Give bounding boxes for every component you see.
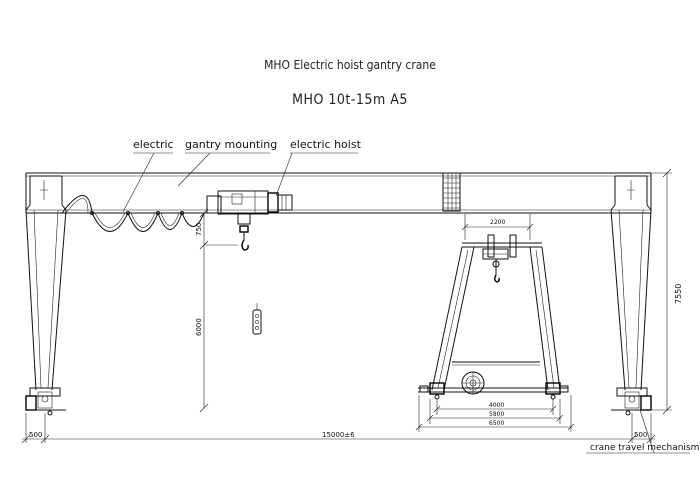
dim-5800: 5800	[489, 411, 504, 418]
right-leg	[610, 175, 652, 416]
label-crane-travel-mechanism: crane travel mechanism	[590, 443, 699, 453]
label-electric: electric	[133, 138, 174, 151]
drawing-subtitle: MHO 10t-15m A5	[292, 92, 408, 108]
dim-500-right: 500	[634, 431, 647, 439]
hoist-height-dimensions	[199, 208, 238, 413]
main-girder	[25, 172, 652, 214]
dim-6500: 6500	[489, 420, 504, 427]
span-dimensions	[21, 413, 656, 444]
drawing-title: MHO Electric hoist gantry crane	[264, 58, 436, 72]
dim-4000: 4000	[489, 402, 504, 409]
end-view-dimensions	[415, 223, 575, 431]
callout-leaders	[122, 152, 690, 454]
label-electric-hoist: electric hoist	[290, 138, 362, 151]
cable-festoon	[61, 195, 205, 232]
dim-750: 750	[195, 223, 203, 236]
dim-6000: 6000	[195, 318, 203, 336]
end-view-frame	[418, 214, 572, 432]
pendant-controller	[252, 303, 262, 335]
overall-height-dimension	[651, 168, 672, 415]
girder-grid-box	[442, 172, 461, 212]
label-gantry-mounting: gantry mounting	[185, 138, 277, 151]
dim-2200: 2200	[490, 219, 505, 226]
electric-hoist	[206, 190, 293, 251]
left-leg	[25, 175, 67, 416]
dim-500-left: 500	[29, 431, 42, 439]
dim-7550: 7550	[674, 284, 683, 304]
dim-span: 15000±6	[322, 431, 355, 439]
